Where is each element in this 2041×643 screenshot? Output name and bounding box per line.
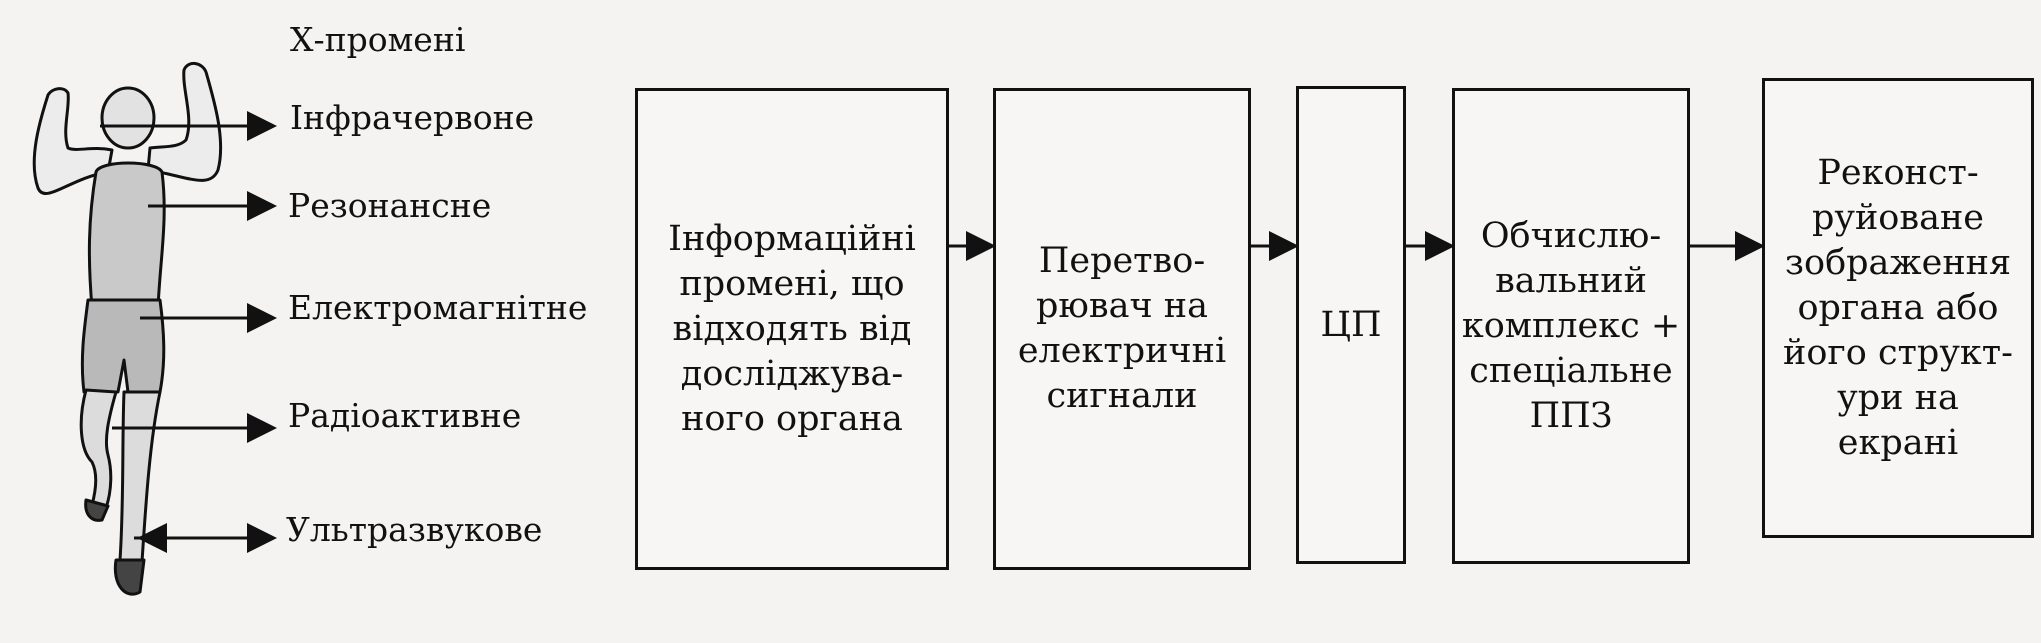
box-info-rays: Інформаційні промені, що відходять від д… <box>635 88 949 570</box>
box-computing: Обчислю- вальний комплекс + спеціальне П… <box>1452 88 1690 564</box>
label-radioactive: Радіоактивне <box>288 396 522 435</box>
label-resonance: Резонансне <box>288 186 492 225</box>
box-cpu: ЦП <box>1296 86 1406 564</box>
athlete-figure-icon <box>32 62 223 596</box>
box-reconstructed: Реконст- руйоване зображення органа або … <box>1762 78 2034 538</box>
label-infrared: Інфрачервоне <box>290 98 535 137</box>
box-converter: Перетво- рювач на електричні сигнали <box>993 88 1251 570</box>
label-xray: Х-промені <box>290 20 466 59</box>
label-electromagnetic: Електромагнітне <box>288 288 588 327</box>
label-ultrasound: Ультразвукове <box>286 510 543 549</box>
